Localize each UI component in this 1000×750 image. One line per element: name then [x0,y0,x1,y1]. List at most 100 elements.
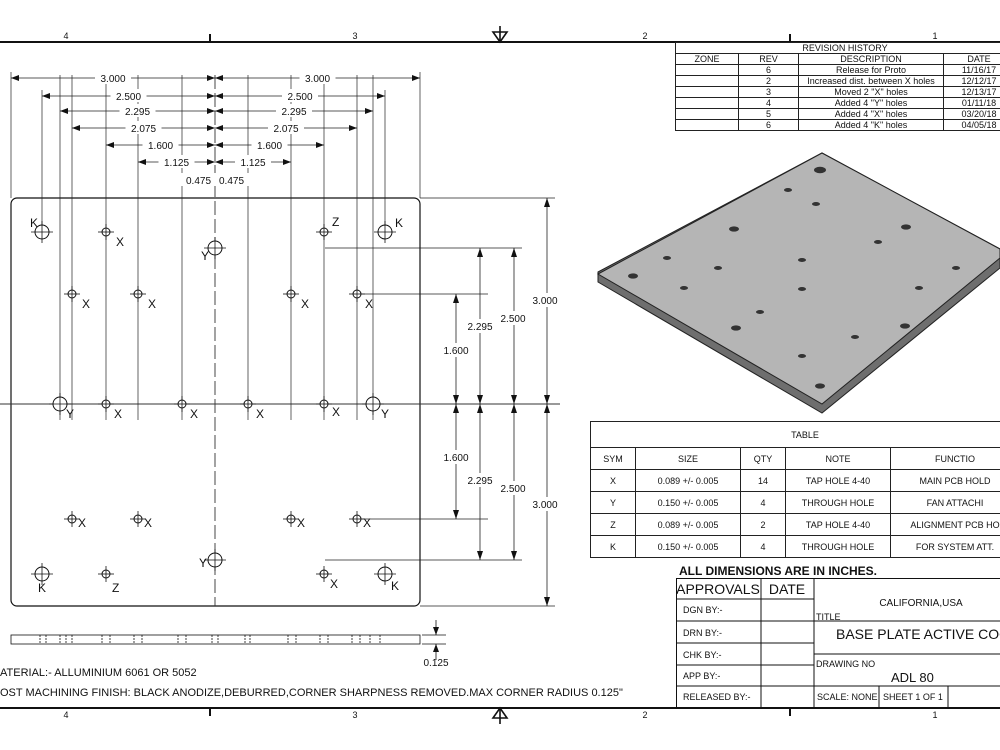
iso-hole [851,335,859,339]
dimension-line: 3.000 [11,71,215,85]
company-location: CALIFORNIA,USA [879,598,963,609]
revision-cell: 2 [738,75,799,87]
hole-label: K [391,579,399,593]
k-hole: K [374,216,403,243]
hole-label: X [330,577,338,591]
revision-cell: Added 4 "K" holes [798,119,944,131]
iso-hole [729,226,739,232]
hole-cell: X [590,469,636,492]
hole-cell: FOR SYSTEM ATT. [890,535,1000,558]
dimension-label: 1.125 [240,158,265,169]
hole-label: X [190,407,198,421]
hole-label: Y [381,407,389,421]
rev-header: ZONE [675,53,739,65]
revision-cell: 6 [738,119,799,131]
revision-cell: Moved 2 "X" holes [798,86,944,98]
hole-cell: 4 [740,491,786,514]
hole-label: X [297,516,305,530]
drawing-title: BASE PLATE ACTIVE COO [836,626,1000,642]
title-block: APPROVALS DATE DGN BY:- DRN BY:- CHK BY:… [676,578,1000,708]
dimension-line: 0.475 [180,173,217,187]
x-hole: X [316,566,338,591]
dimension-label: 1.125 [164,158,189,169]
iso-hole [915,286,923,290]
revision-history-table: REVISION HISTORY ZONE REV DESCRIPTION DA… [675,42,1000,131]
plate-outline [10,197,421,607]
zone-label: 2 [642,31,647,41]
hole-cell: TAP HOLE 4-40 [785,469,891,492]
hole-cell: THROUGH HOLE [785,491,891,514]
title-label: TITLE [816,612,841,622]
approval-row: DRN BY:- [683,628,722,638]
dim-2.295-upper: 2.295 [467,322,492,333]
dimension-line: 1.600 [106,138,215,152]
k-hole: K [31,563,53,595]
revision-cell [675,108,739,120]
hole-label: Z [112,581,119,595]
dimension-label: 2.075 [273,124,298,135]
hole-header: SIZE [635,447,741,470]
hole-cell: 0.089 +/- 0.005 [635,513,741,536]
hole-label: X [256,407,264,421]
revision-cell: 11/16/17 [943,64,1000,76]
revision-cell: 3 [738,86,799,98]
hole-label: X [332,405,340,419]
hole-cell: THROUGH HOLE [785,535,891,558]
hole-label: K [395,216,403,230]
zone-label: 1 [932,710,937,720]
revision-cell: 12/13/17 [943,86,1000,98]
dimension-line: 1.600 [215,138,324,152]
revision-cell: Added 4 "Y" holes [798,97,944,109]
x-hole: X [98,224,124,249]
hole-label: X [82,297,90,311]
iso-hole [798,258,806,262]
revision-cell [675,75,739,87]
dim-1.600-lower: 1.600 [443,453,468,464]
date-header: DATE [769,581,805,597]
y-hole: Y [362,393,389,421]
hole-label: K [38,581,46,595]
dimension-label: 1.600 [148,141,173,152]
isometric-plate [596,152,1000,414]
approval-row: RELEASED BY:- [683,692,751,702]
iso-hole [900,323,910,329]
dimension-label: 1.600 [257,141,282,152]
drawing-number: ADL 80 [891,670,934,685]
hole-label: X [78,516,86,530]
rev-header: DATE [943,53,1000,65]
hole-label: Z [332,215,339,229]
revision-cell: 5 [738,108,799,120]
hole-label: K [30,216,38,230]
x-hole: X [316,396,340,419]
dim-1.600-upper: 1.600 [443,346,468,357]
revision-cell [675,119,739,131]
hole-label: X [301,297,309,311]
dim-3.000-upper: 3.000 [532,296,557,307]
dimension-line: 3.000 [215,71,420,85]
dimension-line: 2.075 [72,121,215,135]
finish-note: OST MACHINING FINISH: BLACK ANODIZE,DEBU… [0,687,623,699]
hole-cell: 14 [740,469,786,492]
iso-hole [784,188,792,192]
hole-cell: 0.150 +/- 0.005 [635,491,741,514]
dimension-label: 2.500 [287,92,312,103]
hole-label: X [144,516,152,530]
iso-hole [814,166,826,174]
hole-label: X [365,297,373,311]
y-hole: Y [201,237,226,263]
scale: SCALE: NONE [817,692,878,702]
iso-hole [663,256,671,260]
x-hole: X [349,286,373,311]
dim-thickness: 0.125 [423,658,448,669]
rev-header: DESCRIPTION [798,53,944,65]
z-hole: Z [316,215,339,240]
iso-hole [798,287,806,291]
hole-cell: 2 [740,513,786,536]
material-note: ATERIAL:- ALLUMINIUM 6061 OR 5052 [0,667,197,679]
